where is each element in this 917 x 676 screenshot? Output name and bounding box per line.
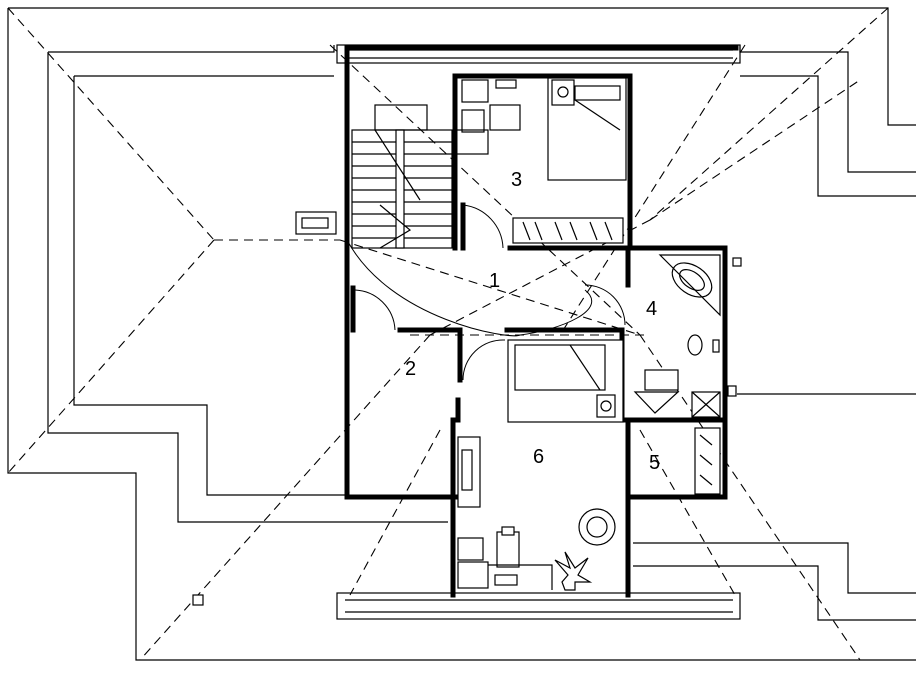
- misc-elements: [192, 211, 737, 606]
- armchair: [578, 508, 616, 546]
- washbasin: [633, 391, 680, 414]
- room-label-5: 5: [649, 452, 660, 474]
- room-5-furniture: [694, 427, 721, 495]
- room-label-1: 1: [489, 270, 500, 292]
- bottom-balcony: [336, 592, 741, 620]
- roof-outline: [7, 7, 916, 661]
- staircase: [351, 104, 453, 249]
- room-label-2: 2: [405, 358, 416, 380]
- bathtub: [658, 254, 721, 317]
- toilet: [687, 334, 703, 356]
- plant: [554, 551, 593, 591]
- room-3-furniture: [454, 77, 627, 244]
- room-label-6: 6: [533, 446, 544, 468]
- room-6-furniture: [457, 339, 624, 591]
- room-4-fixtures: [633, 254, 742, 418]
- room-label-4: 4: [646, 298, 657, 320]
- roof-ridges: [7, 7, 889, 661]
- room-labels: 1 2 3 4 5 6: [405, 169, 660, 474]
- doors: [346, 204, 626, 381]
- room-label-3: 3: [511, 169, 522, 191]
- walls: [344, 45, 739, 598]
